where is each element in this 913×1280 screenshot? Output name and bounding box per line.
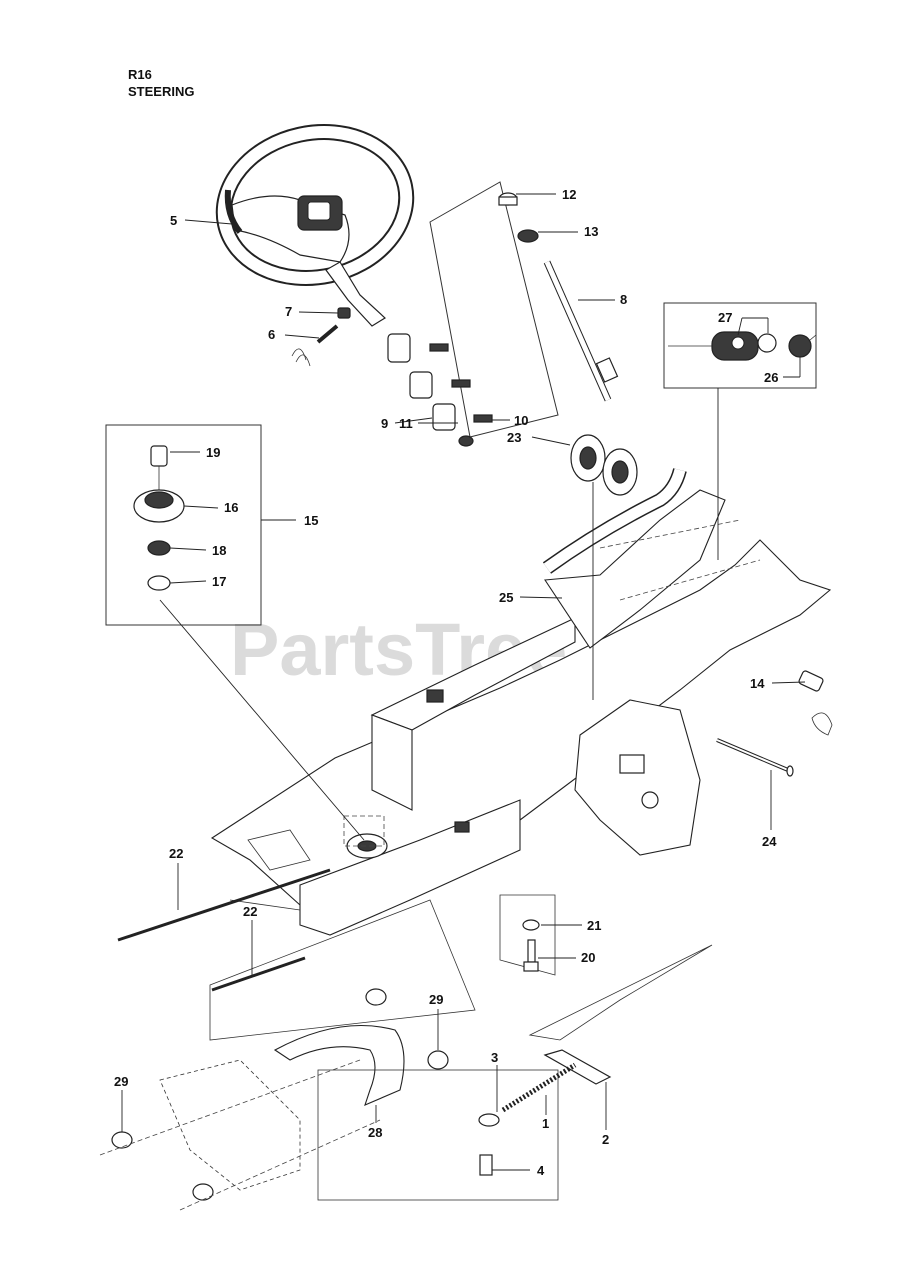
callout-19: 19 [206,445,220,460]
callout-13: 13 [584,224,598,239]
callout-14: 14 [750,676,765,691]
callout-23: 23 [507,430,521,445]
callout-11: 11 [399,416,413,431]
callout-17: 17 [212,574,226,589]
leader-lines [121,193,806,1171]
callout-12: 12 [562,187,576,202]
chassis-frame [210,468,832,936]
callout-15: 15 [304,513,318,528]
spring-group [478,944,713,1176]
lower-bracket [99,899,559,1211]
callout-26: 26 [764,370,778,385]
callout-6: 6 [268,327,275,342]
callout-8: 8 [620,292,627,307]
callout-labels: 12 13 5 8 27 26 7 6 19 16 15 18 17 9 10 … [114,187,778,1178]
steering-shaft-box [429,181,619,438]
callout-5: 5 [170,213,177,228]
callout-9: 9 [381,416,388,431]
callout-18: 18 [212,543,226,558]
coupling-stack [291,307,493,447]
rods-and-pins [117,670,833,992]
callout-29-left: 29 [114,1074,128,1089]
callout-22-lower: 22 [243,904,257,919]
callout-21: 21 [587,918,601,933]
callout-7: 7 [285,304,292,319]
callout-2: 2 [602,1132,609,1147]
pulley-box [105,424,262,626]
callout-16: 16 [224,500,238,515]
cable-connector-box [663,302,817,389]
callout-25: 25 [499,590,513,605]
callout-22-upper: 22 [169,846,183,861]
callout-10: 10 [514,413,528,428]
callout-1: 1 [542,1116,549,1131]
callout-20: 20 [581,950,595,965]
callout-28: 28 [368,1125,382,1140]
guide-wheels [563,434,638,609]
callout-27: 27 [718,310,732,325]
callout-3: 3 [491,1050,498,1065]
diagram-title: STEERING [128,84,195,99]
callout-29-right: 29 [429,992,443,1007]
callout-24: 24 [762,834,777,849]
page-header: R16 STEERING [128,66,194,100]
bolt-washer [499,894,556,976]
callout-4: 4 [537,1163,545,1178]
diagram-code: R16 [128,67,152,82]
steering-wheel [215,124,415,327]
